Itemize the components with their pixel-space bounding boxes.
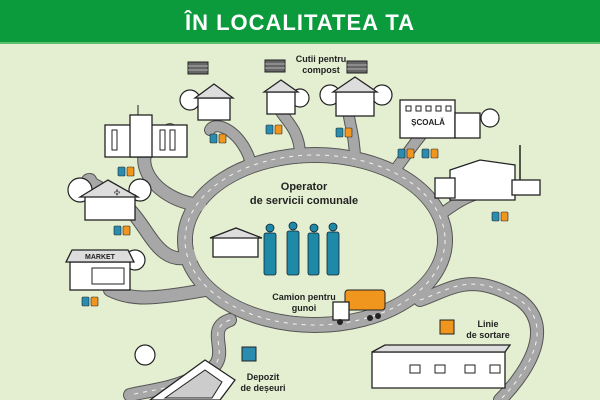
- sorting-label-line1: Linie: [477, 319, 498, 329]
- garbage-truck: [332, 289, 386, 325]
- school-sign: ȘCOALĂ: [411, 118, 445, 127]
- landfill-site: [134, 344, 236, 400]
- truck-label-line1: Camion pentru: [272, 292, 336, 302]
- sorting-facility: [371, 344, 512, 389]
- page-title: ÎN LOCALITATEA TA: [184, 10, 416, 35]
- compost-label-line2: compost: [302, 65, 340, 75]
- operator-label-line1: Operator: [281, 181, 328, 193]
- market-building: MARKET: [64, 249, 146, 307]
- workers-group: [263, 221, 340, 276]
- landfill-label-line2: de deșeuri: [240, 383, 285, 393]
- operator-office-building: [209, 227, 263, 258]
- factory-building: [434, 145, 541, 222]
- landfill-box-icon: [241, 346, 257, 362]
- town-hall-building: [104, 105, 188, 177]
- header-banner: ÎN LOCALITATEA TA: [0, 0, 600, 44]
- cross-icon: +: [114, 188, 120, 199]
- clinic-building: +: [67, 177, 152, 236]
- compost-label-line1: Cutii pentru: [296, 54, 347, 64]
- house-2: [261, 59, 310, 135]
- school-building: ȘCOALĂ: [397, 99, 500, 159]
- house-3: [319, 60, 393, 138]
- recycling-box-icon: [439, 319, 455, 335]
- landfill-label-line1: Depozit: [247, 372, 280, 382]
- truck-label-line2: gunoi: [292, 303, 317, 313]
- market-sign: MARKET: [85, 254, 116, 261]
- operator-label-line2: de servicii comunale: [250, 195, 358, 207]
- house-1: [179, 61, 235, 144]
- sorting-label-line2: de sortare: [466, 330, 510, 340]
